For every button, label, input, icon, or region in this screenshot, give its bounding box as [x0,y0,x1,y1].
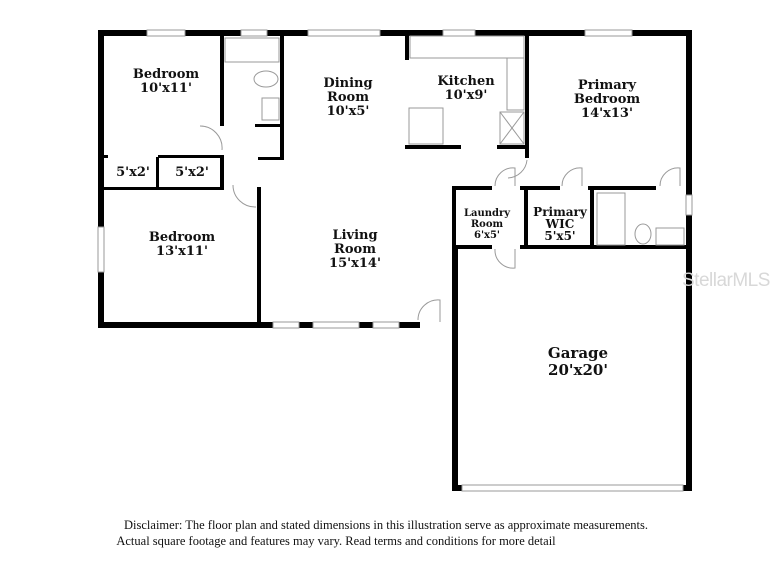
room-dims: 10'x5' [326,104,370,119]
room-bedroom-1: Bedroom 10'x11' [133,68,199,96]
room-name: Primary [577,78,637,93]
room-name: Room [327,90,369,105]
room-name: Garage [547,344,609,362]
room-dims: 6'x5' [473,230,500,241]
room-name: Dining [323,76,373,91]
room-dims: 10'x9' [444,88,488,103]
closet-1: 5'x2' [116,166,150,180]
windows [97,29,693,492]
room-dims: 13'x11' [156,244,208,259]
room-laundry: Laundry Room 6'x5' [464,208,510,241]
room-kitchen: Kitchen 10'x9' [437,75,494,103]
room-name: WIC [545,217,575,231]
room-primary-bedroom: Primary Bedroom 14'x13' [574,79,640,121]
disclaimer-line-2: Actual square footage and features may v… [116,534,556,548]
room-dims: 5'x5' [544,229,576,243]
room-dims: 20'x20' [548,361,608,379]
room-living: Living Room 15'x14' [329,229,381,271]
room-name: Kitchen [437,74,495,89]
room-name: Bedroom [573,92,641,107]
disclaimer-line-1: Disclaimer: The floor plan and stated di… [124,518,648,532]
room-garage: Garage 20'x20' [548,345,608,379]
room-dims: 15'x14' [329,256,381,271]
room-dims: 5'x2' [175,165,209,180]
room-primary-wic: Primary WIC 5'x5' [533,206,587,242]
room-name: Primary [533,205,587,219]
room-name: Bedroom [132,67,200,82]
watermark: StellarMLS [682,270,770,291]
room-name: Living [332,228,378,243]
room-name: Room [470,219,504,230]
room-dims: 14'x13' [581,106,633,121]
fixtures [199,35,685,322]
room-dims: 5'x2' [116,165,150,180]
closet-2: 5'x2' [175,166,209,180]
room-name: Bedroom [148,230,216,245]
room-name: Room [334,242,376,257]
room-name: Laundry [463,208,511,219]
room-bedroom-2: Bedroom 13'x11' [149,231,215,259]
room-dining: Dining Room 10'x5' [323,77,372,119]
room-dims: 10'x11' [140,81,192,96]
